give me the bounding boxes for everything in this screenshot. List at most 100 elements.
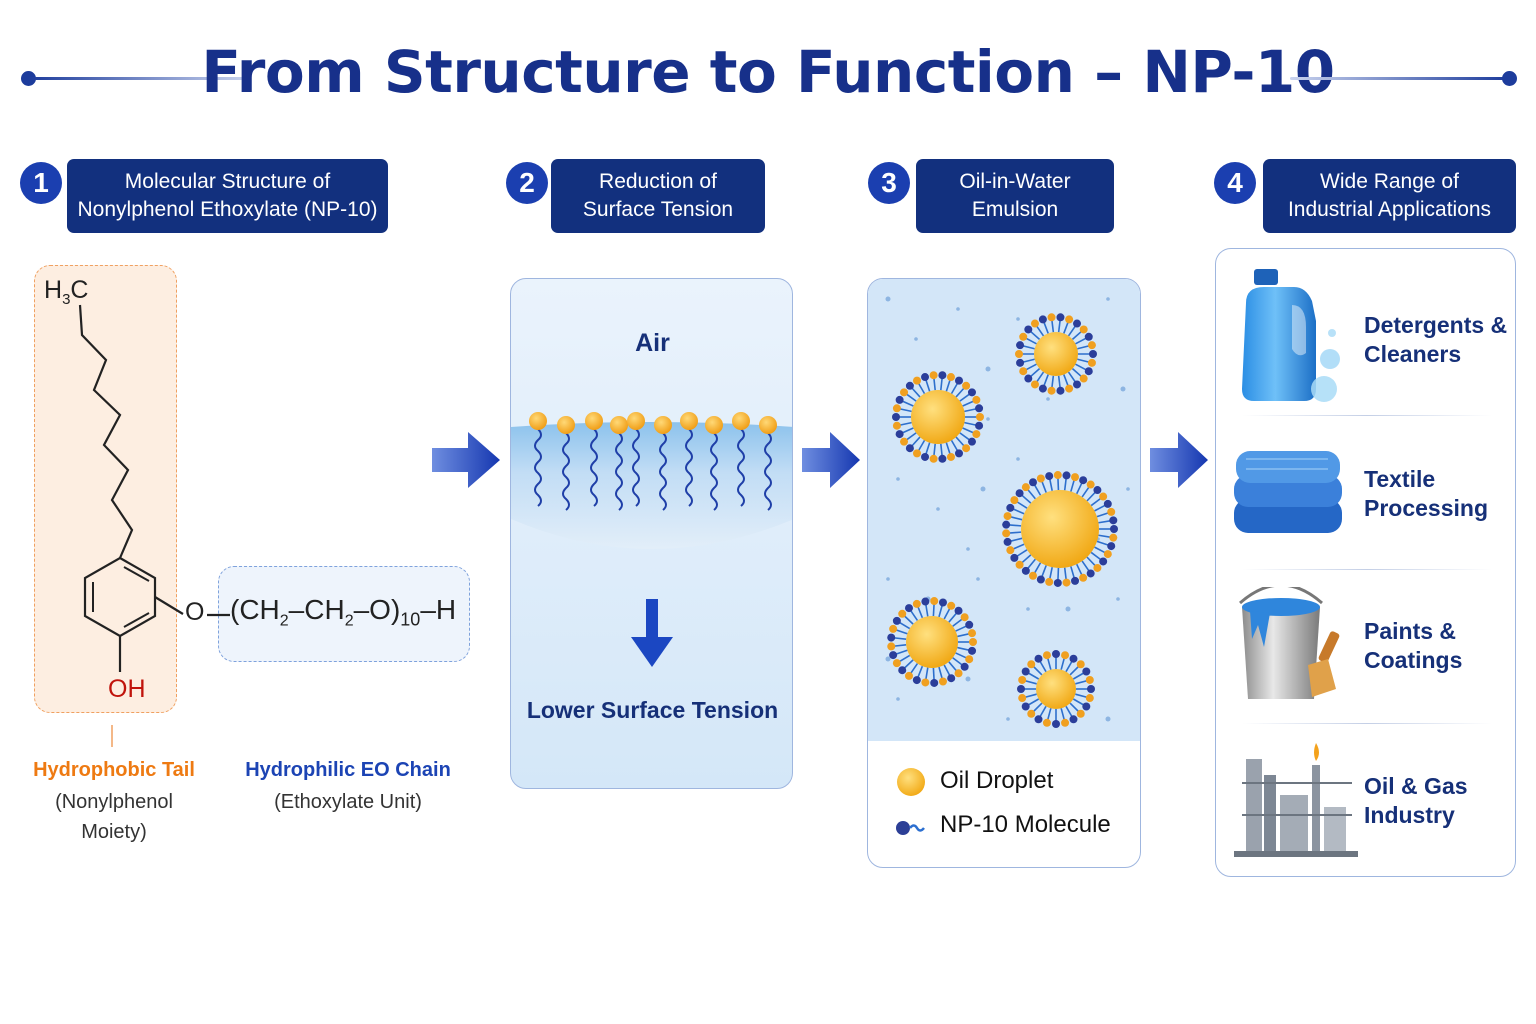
micelle-tail (1051, 320, 1055, 333)
micelle-head (1024, 374, 1033, 383)
micelle-head (1047, 386, 1056, 395)
micelle-head (887, 642, 896, 651)
micelle-head (1036, 575, 1045, 584)
micelle-tail (938, 666, 943, 679)
micelle-head (1107, 507, 1116, 516)
hydroxyl-label: OH (108, 675, 146, 703)
app-separator-3 (1242, 723, 1492, 724)
micelle-tail (899, 408, 912, 413)
micelle-tail (1046, 708, 1052, 721)
app-textile-line2: Processing (1364, 495, 1488, 521)
air-label: Air (635, 329, 670, 357)
oil-droplet-core (911, 390, 965, 444)
micelle-head (1093, 563, 1102, 572)
micelle-head (1079, 325, 1088, 334)
micelle-tail (1086, 556, 1096, 567)
micelle-head (1015, 350, 1023, 358)
micelle-head (1006, 546, 1015, 555)
micelle-head (1071, 473, 1080, 482)
micelle-head (1099, 557, 1108, 566)
step-2-number: 2 (506, 162, 548, 204)
micelle-tail (932, 604, 935, 617)
app-separator-2 (1242, 569, 1492, 570)
surfactant-tail (590, 428, 598, 507)
micelle-head (892, 616, 901, 625)
oil-droplet-core (906, 616, 958, 668)
micelle-head (954, 606, 963, 615)
micelle-head (1021, 667, 1030, 676)
micelle-tail (1063, 478, 1067, 491)
micelle-tail (1075, 679, 1088, 685)
micelle-tail (1086, 491, 1096, 502)
micelle-tail (905, 393, 917, 402)
water-surface (511, 422, 792, 549)
methyl-h: H (44, 276, 63, 304)
benzene-double-bond-3 (123, 612, 150, 628)
micelle-tail (894, 644, 907, 647)
micelle-tail (910, 610, 919, 621)
micelle-head (1015, 489, 1024, 498)
micelle-head (1065, 384, 1074, 393)
water-particle (1065, 606, 1071, 612)
micelle-head (946, 452, 955, 461)
micelle-tail (917, 606, 924, 619)
app-detergents-line2: Cleaners (1364, 341, 1462, 367)
micelle-tail (952, 657, 963, 666)
micelle-tail (1030, 367, 1041, 378)
micelle-tail (1010, 516, 1023, 521)
micelle-tail (1096, 540, 1109, 546)
micelle-tail (899, 421, 912, 426)
micelle-head (1027, 709, 1036, 718)
surfactant-tail (685, 428, 693, 507)
micelle-head (1062, 471, 1071, 480)
micelle-tail (895, 629, 908, 635)
app-oilgas-line2: Industry (1364, 802, 1455, 828)
hydrophobic-sub-2: Moiety) (81, 821, 147, 843)
micelle-head (1018, 675, 1027, 684)
micelle-tail (925, 379, 931, 392)
surfactant-head (627, 412, 645, 430)
micelle-head (1110, 525, 1118, 533)
micelle-head (967, 388, 976, 397)
micelle-tail (955, 387, 965, 398)
app-textile-line1: Textile (1364, 466, 1436, 492)
hydrophobic-region-box (34, 265, 177, 713)
micelle-tail (1027, 672, 1040, 680)
micelle-head (1084, 367, 1093, 376)
surfactant-tail (632, 428, 640, 507)
app-oilgas-line1: Oil & Gas (1364, 773, 1468, 799)
step-3-label: Oil-in-Water Emulsion (916, 159, 1114, 233)
micelle-tail (1098, 520, 1111, 524)
micelle-head (972, 430, 981, 439)
micelle-head (1053, 578, 1062, 587)
hydrophilic-chain-caption: Hydrophilic EO Chain (245, 759, 451, 781)
micelle-head (1073, 319, 1082, 328)
water-particle (885, 296, 891, 302)
chain-sub1: 2 (279, 612, 289, 630)
micelle-head (1079, 573, 1088, 582)
micelle-head (889, 624, 898, 633)
micelle-head (1021, 702, 1030, 711)
surfactant-tail (659, 432, 667, 511)
surfactant-head (732, 412, 750, 430)
micelle-head (904, 671, 913, 680)
micelle-head (892, 413, 900, 421)
micelle-head (1079, 476, 1088, 485)
micelle-head (905, 444, 914, 453)
micelle-head (1019, 332, 1028, 341)
molecular-structure-diagram (78, 304, 230, 747)
micelle-tail (1072, 698, 1085, 706)
micelle-tail (903, 615, 914, 625)
micelle-tail (1012, 543, 1025, 550)
micelle-head (887, 633, 896, 642)
micelle-head (1076, 660, 1085, 669)
micelle-tail (1024, 693, 1037, 699)
micelle-tail (1067, 325, 1076, 337)
micelle-head (904, 604, 913, 613)
micelle-head (921, 452, 930, 461)
micelle-tail (903, 659, 914, 669)
app-paints-line2: Coatings (1364, 647, 1463, 673)
micelle-head (1036, 474, 1045, 483)
micelle-head (1021, 566, 1030, 575)
micelle-tail (945, 379, 951, 392)
